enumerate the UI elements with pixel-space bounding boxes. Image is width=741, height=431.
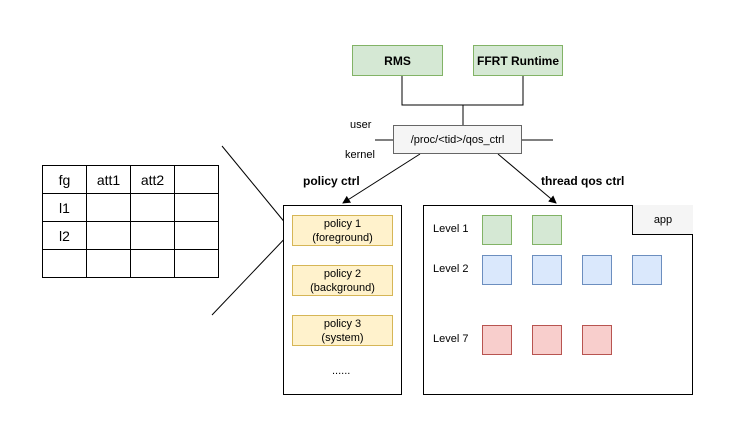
table-cell: [86, 193, 131, 222]
table-cell: [174, 249, 219, 278]
level-2-label: Level 2: [433, 263, 469, 275]
zoom-line-top: [221, 145, 292, 231]
policy-ellipsis: ......: [332, 365, 351, 377]
user-label: user: [350, 119, 372, 131]
rms-connector: [401, 76, 464, 125]
level-1-node: [532, 215, 562, 245]
table-cell: fg: [42, 165, 87, 194]
level-7-node: [532, 325, 562, 355]
table-cell: [174, 165, 219, 194]
level-7-label: Level 7: [433, 333, 469, 345]
kernel-label: kernel: [345, 149, 375, 161]
zoom-line-bottom: [211, 231, 292, 316]
policy-attribute-table: fg att1 att2 l1 l2: [42, 165, 219, 278]
rms-box: RMS: [352, 45, 443, 76]
table-row: [42, 249, 219, 278]
table-cell: [174, 221, 219, 250]
level-1-label: Level 1: [433, 223, 469, 235]
thread-qos-ctrl-title: thread qos ctrl: [541, 174, 625, 188]
level-2-node: [582, 255, 612, 285]
table-cell: [174, 193, 219, 222]
level-2-node: [482, 255, 512, 285]
level-7-node: [582, 325, 612, 355]
level-1-node: [482, 215, 512, 245]
table-cell: [130, 221, 175, 250]
level-2-node: [532, 255, 562, 285]
table-row: fg att1 att2: [42, 165, 219, 194]
table-cell: [86, 221, 131, 250]
ffrt-runtime-box: FFRT Runtime: [473, 45, 563, 76]
policy-3-box: policy 3 (system): [292, 315, 393, 346]
thread-qos-arrow: [497, 153, 557, 204]
policy-ctrl-title: policy ctrl: [303, 174, 360, 188]
table-cell: att1: [86, 165, 131, 194]
table-cell: att2: [130, 165, 175, 194]
policy-1-box: policy 1 (foreground): [292, 215, 393, 246]
table-cell: [130, 193, 175, 222]
table-cell: [86, 249, 131, 278]
table-cell: [42, 249, 87, 278]
level-2-node: [632, 255, 662, 285]
app-tab: app: [632, 205, 693, 235]
table-cell: l1: [42, 193, 87, 222]
table-row: l2: [42, 221, 219, 250]
table-cell: l2: [42, 221, 87, 250]
table-row: l1: [42, 193, 219, 222]
table-cell: [130, 249, 175, 278]
policy-ctrl-arrow: [342, 153, 421, 204]
ffrt-connector: [463, 76, 524, 106]
qos-ctrl-node: /proc/<tid>/qos_ctrl: [393, 125, 522, 154]
level-7-node: [482, 325, 512, 355]
policy-2-box: policy 2 (background): [292, 265, 393, 296]
